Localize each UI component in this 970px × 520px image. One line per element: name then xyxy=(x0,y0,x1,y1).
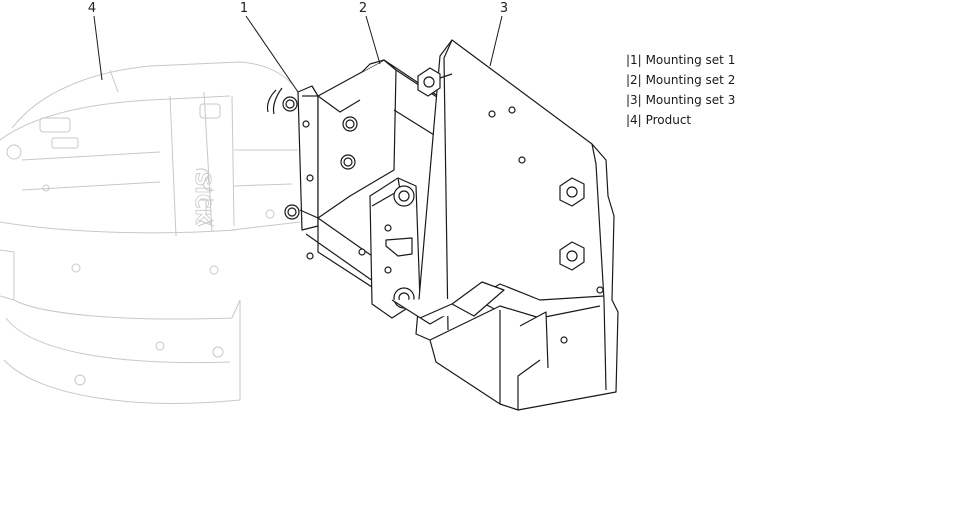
leader-1 xyxy=(245,15,299,93)
leader-4 xyxy=(93,15,103,81)
callout-3: 3 xyxy=(500,1,508,16)
legend-text: Product xyxy=(645,113,692,127)
mounting-set-3 xyxy=(391,39,619,411)
mounting-set-1 xyxy=(282,85,319,231)
callout-2: 2 xyxy=(359,1,367,16)
legend-item-4: |4| Product xyxy=(626,110,735,130)
product-brand-text: SICK xyxy=(191,172,215,226)
legend-key: |2| xyxy=(626,73,642,87)
legend-key: |4| xyxy=(626,113,642,127)
cable xyxy=(266,87,283,115)
callout-1: 1 xyxy=(240,1,248,16)
product-scanner xyxy=(0,61,303,404)
legend-text: Mounting set 2 xyxy=(645,73,736,87)
legend-key: |3| xyxy=(626,93,642,107)
leader-2 xyxy=(365,15,381,65)
leader-3 xyxy=(489,15,503,67)
legend-item-3: |3| Mounting set 3 xyxy=(626,90,735,110)
callout-leaders xyxy=(93,15,503,93)
legend-key: |1| xyxy=(626,53,642,67)
legend-text: Mounting set 1 xyxy=(645,53,736,67)
callout-4: 4 xyxy=(88,1,96,16)
legend-item-1: |1| Mounting set 1 xyxy=(626,50,735,70)
legend: |1| Mounting set 1 |2| Mounting set 2 |3… xyxy=(626,50,735,130)
legend-text: Mounting set 3 xyxy=(645,93,736,107)
legend-item-2: |2| Mounting set 2 xyxy=(626,70,735,90)
